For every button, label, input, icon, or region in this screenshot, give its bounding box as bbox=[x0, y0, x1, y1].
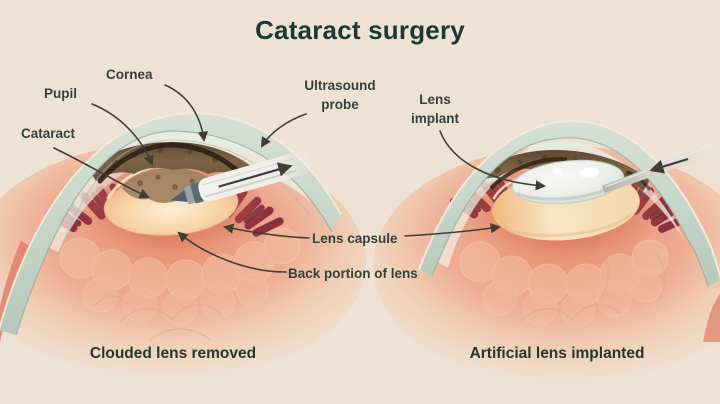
left-eye-scallop-texture bbox=[59, 227, 301, 326]
right-eye-illustration bbox=[373, 120, 720, 386]
diagram-title: Cataract surgery bbox=[255, 15, 465, 45]
back-portion-arrow bbox=[177, 231, 287, 273]
label-back-portion-of-lens: Back portion of lens bbox=[288, 266, 418, 281]
cornea-arrow bbox=[164, 84, 209, 143]
probe-direction-arrow bbox=[218, 162, 293, 188]
implant-insertion-instrument bbox=[602, 140, 720, 193]
left-caption: Clouded lens removed bbox=[89, 345, 257, 362]
left-pupil-arc bbox=[97, 142, 246, 184]
right-cornea-dome bbox=[418, 120, 720, 287]
lens-capsule-arrow-left bbox=[222, 223, 310, 239]
right-sclera-red-corner bbox=[703, 294, 720, 342]
instrument-direction-arrow bbox=[649, 157, 689, 174]
label-pupil: Pupil bbox=[44, 86, 77, 101]
label-lens-implant: Lens implant bbox=[410, 92, 459, 126]
left-eye-illustration bbox=[0, 112, 366, 382]
right-eye-scallop-texture bbox=[459, 239, 669, 328]
lens-implant-arrow bbox=[439, 130, 547, 191]
label-cornea: Cornea bbox=[106, 67, 153, 82]
ultrasound-probe-shape bbox=[170, 150, 313, 205]
label-ultrasound-probe: Ultrasound probe bbox=[304, 78, 376, 112]
pupil-arrow bbox=[91, 103, 154, 166]
right-pupil-arc bbox=[490, 156, 567, 189]
ultrasound-probe-arrow bbox=[260, 113, 307, 148]
label-lens-capsule: Lens capsule bbox=[312, 231, 398, 246]
lens-capsule-arrow-right bbox=[404, 223, 502, 237]
right-caption: Artificial lens implanted bbox=[469, 345, 645, 362]
cataract-arrow bbox=[53, 147, 150, 199]
label-cataract: Cataract bbox=[21, 126, 76, 141]
left-eye-vessels bbox=[94, 295, 221, 341]
label-arrows bbox=[53, 84, 547, 273]
